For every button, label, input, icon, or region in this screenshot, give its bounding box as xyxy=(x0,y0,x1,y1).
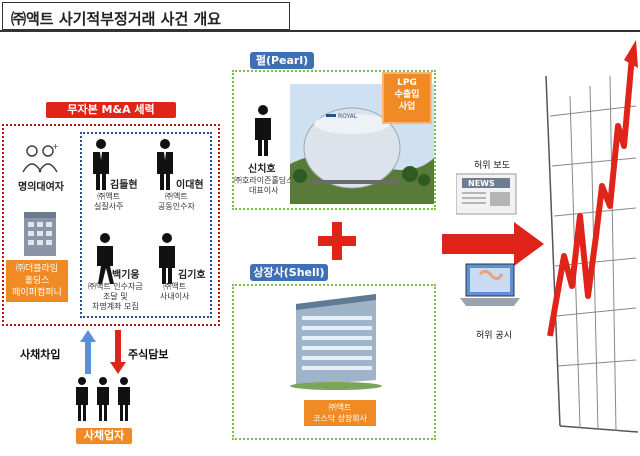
person-figure-2 xyxy=(154,138,176,194)
tank-text: ROYAL xyxy=(338,113,358,120)
group-label: 무자본 M&A 세력 xyxy=(46,102,176,118)
lender-label: 사채업자 xyxy=(76,428,132,444)
person-2-name: 이대현 xyxy=(176,180,204,191)
plus-icon xyxy=(318,222,356,264)
person-figure-4 xyxy=(156,232,178,288)
page-title: ㈜액트 사기적부정거래 사건 개요 xyxy=(11,10,222,28)
ceo-role: ㈜호라이즌홀딩스 대표이사 xyxy=(234,176,294,195)
person-1-name: 김들현 xyxy=(110,180,138,191)
office-building-icon xyxy=(290,290,382,394)
arrow-up-icon xyxy=(80,330,96,378)
loan-label: 사채차입 xyxy=(20,348,61,361)
mna-inner-border xyxy=(80,132,212,318)
pearl-border xyxy=(232,70,436,210)
person-4-role: ㈜액트 사내이사 xyxy=(160,282,190,301)
shell-border xyxy=(232,284,436,440)
person-3-name: 백기웅 xyxy=(112,270,140,281)
people-icon: + xyxy=(20,142,60,178)
lpg-badge: LPG 수출입 사업 xyxy=(382,72,432,124)
person-figure-3 xyxy=(92,232,118,288)
shell-label: 상장사(Shell) xyxy=(250,264,328,281)
svg-text:+: + xyxy=(52,144,59,151)
person-2-role: ㈜액트 공동인수자 xyxy=(158,192,195,211)
rising-chart-icon xyxy=(540,36,640,440)
mna-group-border xyxy=(2,124,220,326)
news-text: NEWS xyxy=(468,179,495,188)
pledge-label: 주식담보 xyxy=(128,348,169,361)
ceo-name: 신치호 xyxy=(248,164,276,175)
lender-group-icon xyxy=(72,376,134,426)
arrow-down-icon xyxy=(110,330,126,378)
person-figure-1 xyxy=(90,138,112,194)
person-3-role: ㈜액트 인수자금 조달 및 차명계좌 모집 xyxy=(88,282,143,311)
pearl-label: 펄(Pearl) xyxy=(250,52,314,69)
laptop-icon xyxy=(460,262,520,318)
news-label: 허위 보도 xyxy=(474,161,510,171)
person-4-name: 김기호 xyxy=(178,270,206,281)
person-1-role: ㈜액트 실질사주 xyxy=(94,192,124,211)
disclosure-label: 허위 공시 xyxy=(476,331,512,341)
company-badge: ㈜더블라임 홀딩스 페이퍼컴퍼니 xyxy=(6,260,68,302)
newspaper-icon: NEWS xyxy=(455,172,520,220)
building-icon xyxy=(18,206,62,260)
anon-label: 명의대여자 xyxy=(18,182,64,193)
ceo-figure xyxy=(252,104,274,160)
title-rule xyxy=(0,30,640,32)
title-box: ㈜액트 사기적부정거래 사건 개요 xyxy=(2,2,290,30)
big-right-arrow-icon xyxy=(442,222,544,270)
shell-company-badge: ㈜액트 코스닥 상장회사 xyxy=(304,400,376,426)
